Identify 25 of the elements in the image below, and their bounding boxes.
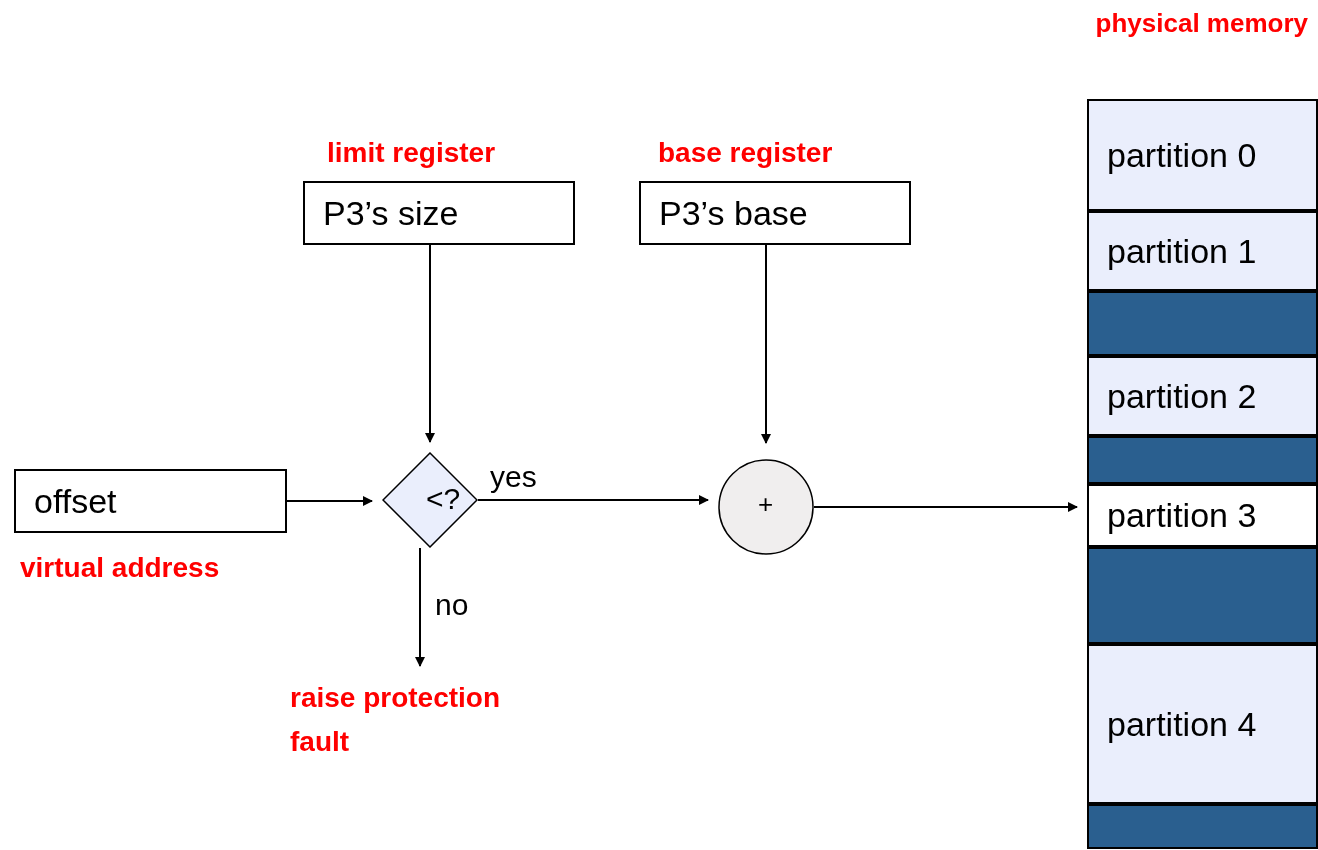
memory-heading: physical memory <box>1095 8 1308 39</box>
partition-block: partition 2 <box>1087 356 1318 436</box>
register-box: P3’s base <box>639 181 911 245</box>
memory-block <box>1087 436 1318 484</box>
partition-block: partition 3 <box>1087 484 1318 547</box>
partition-block: partition 1 <box>1087 211 1318 291</box>
register-label: limit register <box>327 137 496 169</box>
arrow <box>813 502 1078 512</box>
register-label: base register <box>658 137 833 169</box>
arrow <box>286 496 373 506</box>
memory-block <box>1087 804 1318 849</box>
arrow <box>477 495 709 505</box>
arrow <box>415 547 425 667</box>
register-box: P3’s size <box>303 181 575 245</box>
arrow <box>761 244 771 444</box>
partition-block: partition 4 <box>1087 644 1318 804</box>
arrow <box>425 244 435 443</box>
memory-block <box>1087 291 1318 356</box>
address-box: offset <box>14 469 287 533</box>
register-label: virtual address <box>20 552 220 584</box>
fault-label: raise protection fault <box>290 681 502 759</box>
plus-sign: + <box>758 489 774 520</box>
partition-block: partition 0 <box>1087 99 1318 211</box>
comparison-sign: <? <box>426 482 461 516</box>
memory-block <box>1087 547 1318 644</box>
